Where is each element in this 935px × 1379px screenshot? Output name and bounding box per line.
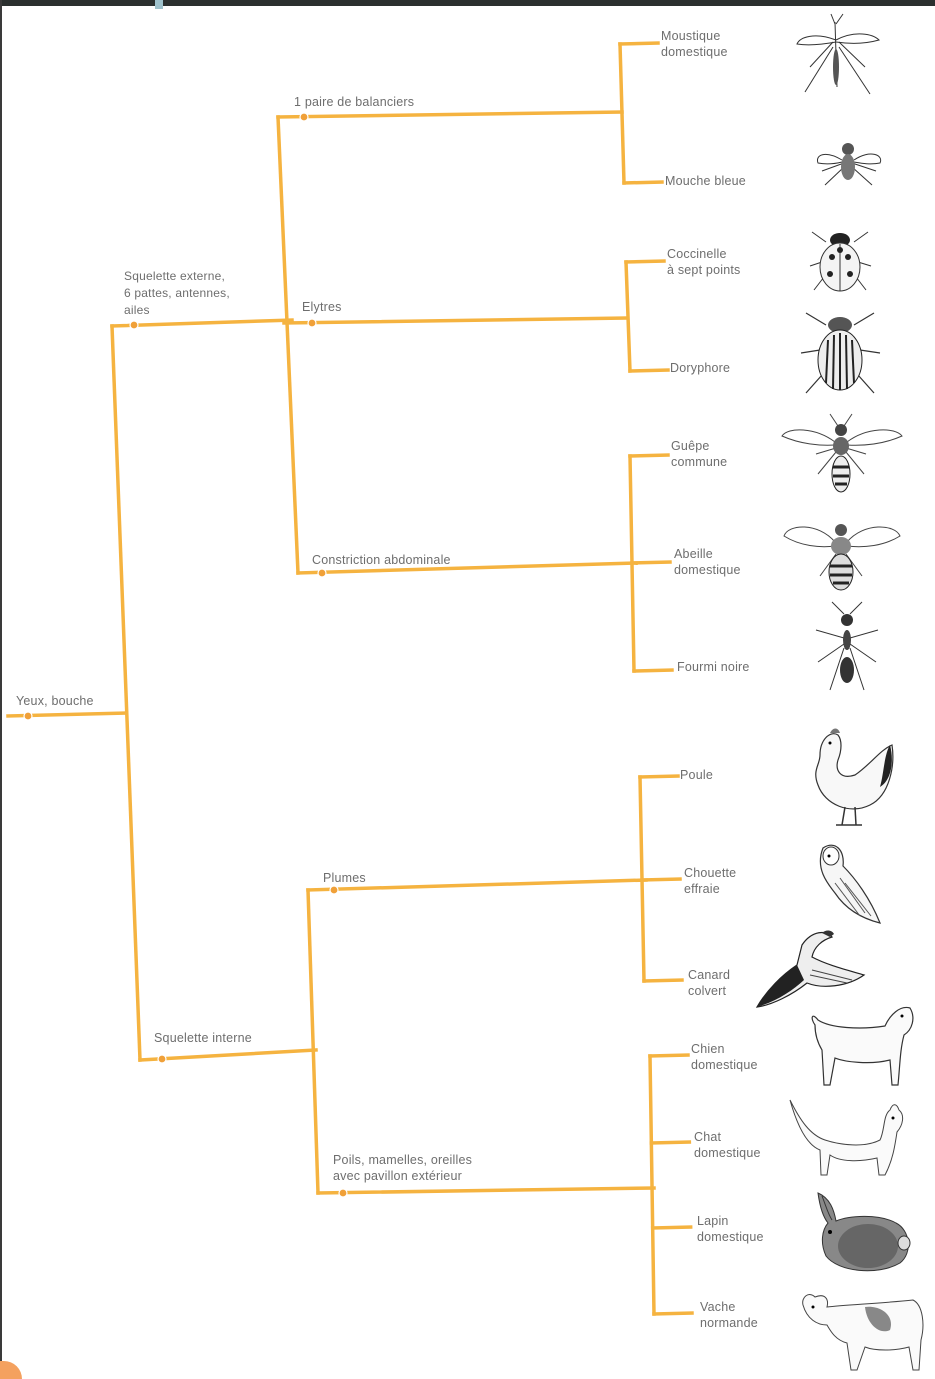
abdominal-constriction-label: Constriction abdominale <box>312 552 451 568</box>
species-group-0-stem <box>620 44 624 183</box>
root-label: Yeux, bouche <box>16 693 94 709</box>
fly-icon <box>810 135 890 195</box>
species-label-wasp: Guêpe commune <box>671 438 727 470</box>
elytra-node <box>308 319 316 327</box>
hair-label: Poils, mamelles, oreilles avec pavillon … <box>333 1152 472 1184</box>
species-label-hen: Poule <box>680 767 713 783</box>
species-leaf-4-0 <box>650 1055 688 1056</box>
cat-icon <box>785 1090 910 1185</box>
elytra-branch <box>284 318 626 323</box>
bee-icon <box>780 514 905 599</box>
species-label-bee: Abeille domestique <box>674 546 741 578</box>
endo-node <box>158 1055 166 1063</box>
root-node <box>24 712 32 720</box>
colorado-beetle-icon <box>798 305 883 400</box>
diptera-branch <box>278 112 622 117</box>
dog-icon <box>800 1000 920 1095</box>
wasp-icon <box>780 412 905 502</box>
cow-icon <box>795 1285 930 1375</box>
ladybird-icon <box>808 222 873 297</box>
species-label-colorado-beetle: Doryphore <box>670 360 730 376</box>
species-leaf-0-1 <box>624 182 662 183</box>
species-label-owl: Chouette effraie <box>684 865 736 897</box>
vertebrate-trunk <box>308 890 318 1193</box>
species-leaf-2-0 <box>630 455 668 456</box>
feathers-node <box>330 886 338 894</box>
species-leaf-3-2 <box>644 980 682 981</box>
species-leaf-0-0 <box>620 43 658 44</box>
diptera-node <box>300 113 308 121</box>
ant-icon <box>810 600 885 695</box>
mosquito-icon <box>795 12 885 112</box>
exo-branch <box>112 320 292 326</box>
exo-node <box>130 321 138 329</box>
species-leaf-4-3 <box>654 1313 692 1314</box>
species-label-cat: Chat domestique <box>694 1129 761 1161</box>
rabbit-icon <box>808 1188 913 1278</box>
species-leaf-1-1 <box>630 370 668 371</box>
species-label-rabbit: Lapin domestique <box>697 1213 764 1245</box>
hair-node <box>339 1189 347 1197</box>
species-leaf-1-0 <box>626 261 664 262</box>
species-leaf-4-2 <box>653 1227 691 1228</box>
species-group-4-stem <box>650 1056 654 1314</box>
hair-branch <box>318 1188 654 1193</box>
species-leaf-2-1 <box>632 562 670 563</box>
endoskeleton-label: Squelette interne <box>154 1030 252 1046</box>
halteres-label: 1 paire de balanciers <box>294 94 414 110</box>
feathers-label: Plumes <box>323 870 366 886</box>
species-label-cow: Vache normande <box>700 1299 758 1331</box>
hen-icon <box>800 725 900 830</box>
species-leaf-3-1 <box>642 879 680 880</box>
species-label-dog: Chien domestique <box>691 1041 758 1073</box>
species-leaf-2-2 <box>634 670 672 671</box>
species-leaf-3-0 <box>640 776 678 777</box>
owl-icon <box>805 838 885 928</box>
species-leaf-4-1 <box>651 1142 689 1143</box>
insect-trunk <box>278 117 298 573</box>
species-label-mosquito: Moustique domestique <box>661 28 728 60</box>
constriction-node <box>318 569 326 577</box>
species-label-duck: Canard colvert <box>688 967 730 999</box>
exoskeleton-label: Squelette externe, 6 pattes, antennes, a… <box>124 268 230 319</box>
main-trunk <box>112 326 140 1060</box>
species-label-fly: Mouche bleue <box>665 173 746 189</box>
elytra-label: Elytres <box>302 299 342 315</box>
species-label-ant: Fourmi noire <box>677 659 750 675</box>
species-label-ladybird: Coccinelle à sept points <box>667 246 740 278</box>
species-group-1-stem <box>626 262 630 371</box>
